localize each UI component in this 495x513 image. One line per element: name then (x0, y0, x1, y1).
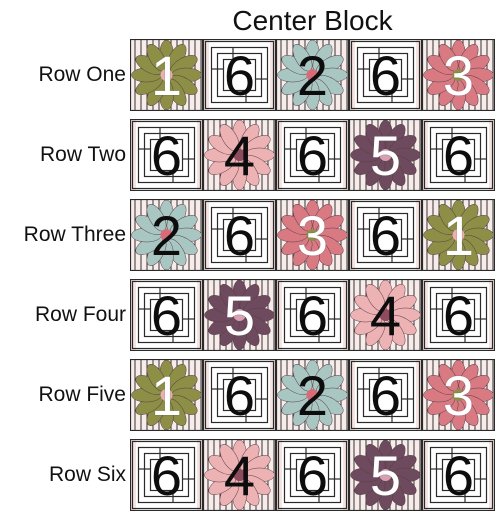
block-number: 6 (422, 439, 495, 511)
flower-block: 1 (422, 199, 495, 271)
block-number: 4 (203, 119, 276, 191)
flower-block: 4 (203, 119, 276, 191)
log-cabin-block: 6 (130, 439, 203, 511)
block-number: 6 (422, 119, 495, 191)
log-cabin-block: 6 (422, 279, 495, 351)
block-number: 2 (276, 359, 349, 431)
flower-block: 3 (422, 359, 495, 431)
block-number: 6 (422, 279, 495, 351)
row-label: Row Six (0, 437, 126, 513)
block-number: 6 (276, 119, 349, 191)
block-number: 5 (349, 119, 422, 191)
flower-block: 1 (130, 359, 203, 431)
block-number: 6 (130, 279, 203, 351)
log-cabin-block: 6 (203, 199, 276, 271)
log-cabin-block: 6 (276, 439, 349, 511)
block-number: 3 (276, 199, 349, 271)
block-number: 1 (422, 199, 495, 271)
block-number: 6 (349, 39, 422, 111)
log-cabin-block: 6 (130, 119, 203, 191)
row-label: Row Five (0, 357, 126, 433)
log-cabin-block: 6 (349, 359, 422, 431)
row-label: Row Four (0, 277, 126, 353)
flower-block: 2 (276, 359, 349, 431)
block-number: 4 (203, 439, 276, 511)
flower-block: 4 (349, 279, 422, 351)
flower-block: 3 (276, 199, 349, 271)
block-number: 5 (349, 439, 422, 511)
block-number: 6 (276, 439, 349, 511)
log-cabin-block: 6 (422, 439, 495, 511)
log-cabin-block: 6 (276, 119, 349, 191)
log-cabin-block: 6 (203, 39, 276, 111)
block-number: 3 (422, 39, 495, 111)
block-number: 2 (130, 199, 203, 271)
diagram-title: Center Block (130, 4, 495, 38)
block-number: 6 (203, 199, 276, 271)
block-number: 6 (349, 359, 422, 431)
flower-block: 4 (203, 439, 276, 511)
block-number: 2 (276, 39, 349, 111)
log-cabin-block: 6 (422, 119, 495, 191)
flower-block: 5 (349, 119, 422, 191)
flower-block: 3 (422, 39, 495, 111)
log-cabin-block: 6 (276, 279, 349, 351)
block-number: 1 (130, 359, 203, 431)
block-number: 4 (349, 279, 422, 351)
row-label: Row Three (0, 197, 126, 273)
log-cabin-block: 6 (203, 359, 276, 431)
flower-block: 5 (349, 439, 422, 511)
block-number: 6 (276, 279, 349, 351)
block-number: 6 (130, 439, 203, 511)
flower-block: 2 (130, 199, 203, 271)
block-number: 5 (203, 279, 276, 351)
log-cabin-block: 6 (130, 279, 203, 351)
block-number: 6 (203, 359, 276, 431)
block-number: 3 (422, 359, 495, 431)
block-number: 6 (349, 199, 422, 271)
block-number: 6 (130, 119, 203, 191)
block-number: 6 (203, 39, 276, 111)
flower-block: 5 (203, 279, 276, 351)
log-cabin-block: 6 (349, 199, 422, 271)
flower-block: 2 (276, 39, 349, 111)
block-number: 1 (130, 39, 203, 111)
row-label: Row Two (0, 117, 126, 193)
row-label: Row One (0, 37, 126, 113)
log-cabin-block: 6 (349, 39, 422, 111)
flower-block: 1 (130, 39, 203, 111)
